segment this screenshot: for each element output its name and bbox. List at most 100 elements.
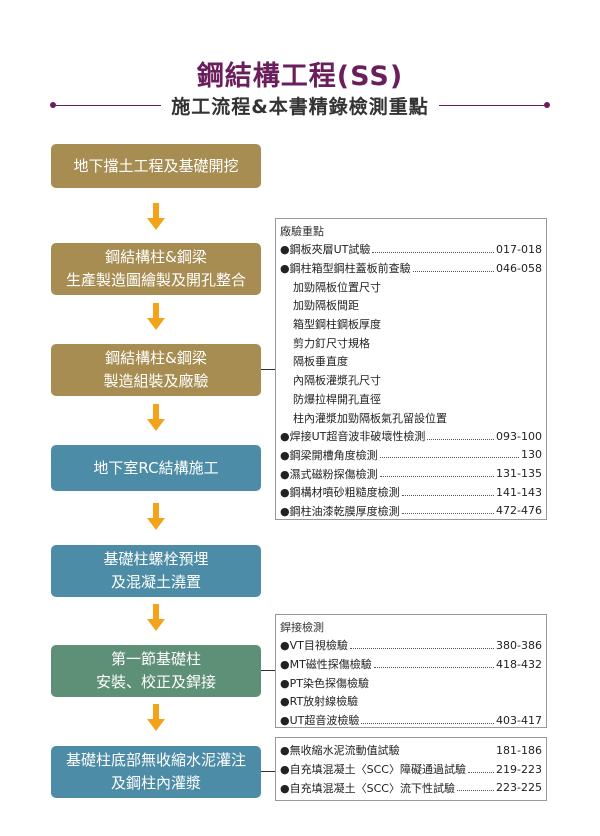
inspection-item-text: ●自充填混凝土〈SCC〉障礙通過試驗 — [280, 763, 466, 777]
inspection-item-text: ●RT放射線檢驗 — [280, 695, 359, 709]
inspection-item: ●RT放射線檢驗 — [280, 692, 542, 711]
subtitle-rule-left — [49, 101, 162, 108]
inspection-item: ●鋼梁開槽角度檢測 130 — [280, 446, 542, 465]
inspection-item: ●鋼板夾層UT試驗 017-018 — [280, 240, 542, 259]
step-6-line-1: 第一節基礎柱 — [110, 650, 201, 668]
inspection-item-page: 131-135 — [496, 467, 542, 481]
step-4-line-1: 地下室RC結構施工 — [93, 458, 219, 477]
leader-dots — [467, 771, 495, 773]
step-7-line-2: 及鋼柱內灌漿 — [110, 774, 201, 792]
page-title: 鋼結構工程(SS) — [196, 61, 404, 92]
step-2-line-1: 鋼結構柱&鋼梁 — [105, 248, 207, 266]
step-5-box: 基礎柱螺栓預埋 及混凝土澆置 — [51, 545, 261, 597]
welding-inspection-panel: 銲接檢測 ●VT目視檢驗 380-386 ●MT磁性探傷檢驗 418-432 ●PT染色… — [275, 614, 547, 728]
step-6-line-2: 安裝、校正及銲接 — [95, 673, 216, 691]
inspection-item: 加勁隔板間距 — [280, 296, 542, 315]
leader-dots — [456, 790, 495, 792]
inspection-item-page: 181-186 — [496, 743, 542, 757]
inspection-item-text: ●鋼構材噴砂粗糙度檢測 — [280, 486, 400, 500]
inspection-item-text: 防爆拉桿開孔直徑 — [293, 392, 381, 406]
inspection-item-text: 柱內灌漿加勁隔板氣孔留設位置 — [293, 411, 447, 425]
inspection-item-page: 380-386 — [496, 638, 542, 652]
inspection-item-text: 箱型鋼柱鋼板厚度 — [293, 318, 381, 332]
connector-factory — [261, 369, 275, 370]
inspection-item: 防爆拉桿開孔直徑 — [280, 390, 542, 409]
inspection-item-text: ●鋼柱箱型鋼柱蓋板前查驗 — [280, 262, 411, 276]
leader-dots — [349, 647, 495, 649]
step-1-line-1: 地下擋土工程及基礎開挖 — [73, 156, 239, 175]
inspection-item: ●濕式磁粉探傷檢測 131-135 — [280, 464, 542, 483]
leader-dots — [379, 457, 519, 459]
inspection-item-page: 418-432 — [496, 657, 542, 671]
inspection-item-page: 403-417 — [496, 713, 542, 727]
inspection-item-text: ●PT染色探傷檢驗 — [280, 676, 369, 690]
step-7-box: 基礎柱底部無收縮水泥灌注 及鋼柱內灌漿 — [51, 746, 261, 798]
inspection-item-text: ●UT超音波檢驗 — [280, 714, 360, 728]
down-arrow-icon — [147, 203, 165, 230]
connector-welding — [261, 670, 275, 671]
step-2-line-2: 生產製造圖繪製及開孔整合 — [65, 271, 246, 289]
step-7-line-1: 基礎柱底部無收縮水泥灌注 — [65, 751, 246, 769]
inspection-item-text: 隔板垂直度 — [293, 355, 348, 369]
inspection-item: 箱型鋼柱鋼板厚度 — [280, 315, 542, 334]
panel-header: 銲接檢測 — [280, 621, 324, 634]
leader-dots — [379, 476, 495, 478]
step-2-box: 鋼結構柱&鋼梁 生產製造圖繪製及開孔整合 — [51, 243, 261, 295]
inspection-item: ●鋼柱箱型鋼柱蓋板前查驗 046-058 — [280, 259, 542, 278]
subtitle-row: 施工流程&本書精錄檢測重點 — [49, 92, 551, 118]
down-arrow-icon — [147, 303, 165, 330]
step-3-line-2: 製造組裝及廠驗 — [103, 372, 209, 390]
inspection-item: ●自充填混凝土〈SCC〉流下性試驗 223-225 — [280, 778, 542, 797]
leader-dots — [412, 270, 495, 272]
inspection-item: ●MT磁性探傷檢驗 418-432 — [280, 655, 542, 674]
step-1-box: 地下擋土工程及基礎開挖 — [51, 144, 261, 188]
step-6-box: 第一節基礎柱 安裝、校正及銲接 — [51, 645, 261, 697]
connector-grout — [261, 771, 275, 772]
inspection-item-page: 472-476 — [496, 504, 542, 518]
inspection-item-text: ●VT目視檢驗 — [280, 639, 348, 653]
inspection-item-text: ●濕式磁粉探傷檢測 — [280, 467, 378, 481]
leader-dots — [401, 513, 495, 515]
inspection-item-page: 046-058 — [496, 261, 542, 275]
inspection-item: ●UT超音波檢驗 403-417 — [280, 711, 542, 730]
inspection-item-page: 130 — [521, 448, 542, 462]
inspection-item-text: ●鋼板夾層UT試驗 — [280, 243, 371, 257]
step-3-line-1: 鋼結構柱&鋼梁 — [105, 349, 207, 367]
leader-dots — [401, 494, 495, 496]
inspection-item: ●PT染色探傷檢驗 — [280, 673, 542, 692]
inspection-item: 內隔板灌漿孔尺寸 — [280, 371, 542, 390]
inspection-item-text: ●鋼柱油漆乾膜厚度檢測 — [280, 504, 400, 518]
inspection-item-text: ●鋼梁開槽角度檢測 — [280, 448, 378, 462]
inspection-item-text: ●自充填混凝土〈SCC〉流下性試驗 — [280, 781, 455, 795]
inspection-item: 加勁隔板位置尺寸 — [280, 277, 542, 296]
subtitle-rule-right — [438, 101, 551, 108]
leader-dots — [372, 251, 495, 253]
inspection-item: ●VT目視檢驗 380-386 — [280, 636, 542, 655]
panel-header: 廠驗重點 — [280, 225, 324, 238]
inspection-item: 剪力釘尺寸規格 — [280, 333, 542, 352]
factory-inspection-panel: 廠驗重點 ●鋼板夾層UT試驗 017-018 ●鋼柱箱型鋼柱蓋板前查驗 046-058… — [275, 218, 547, 520]
down-arrow-icon — [147, 503, 165, 530]
step-3-box: 鋼結構柱&鋼梁 製造組裝及廠驗 — [51, 344, 261, 396]
leader-dots — [373, 666, 495, 668]
step-4-box: 地下室RC結構施工 — [51, 445, 261, 491]
step-5-line-2: 及混凝土澆置 — [110, 573, 201, 591]
inspection-item-page: 093-100 — [496, 429, 542, 443]
inspection-item-text: 加勁隔板位置尺寸 — [293, 280, 381, 294]
down-arrow-icon — [147, 404, 165, 431]
leader-dots — [427, 438, 495, 440]
inspection-item-text: 內隔板灌漿孔尺寸 — [293, 374, 381, 388]
inspection-item-page: 017-018 — [496, 242, 542, 256]
inspection-item-text: ●MT磁性探傷檢驗 — [280, 658, 372, 672]
inspection-item: ●鋼柱油漆乾膜厚度檢測 472-476 — [280, 502, 542, 521]
step-5-line-1: 基礎柱螺栓預埋 — [103, 550, 209, 568]
down-arrow-icon — [147, 704, 165, 731]
page-subtitle: 施工流程&本書精錄檢測重點 — [171, 95, 429, 118]
leader-dots — [361, 722, 495, 724]
inspection-item-page: 223-225 — [496, 781, 542, 795]
inspection-item-text: ●焊接UT超音波非破壞性檢測 — [280, 430, 426, 444]
inspection-item-text: 剪力釘尺寸規格 — [293, 336, 370, 350]
